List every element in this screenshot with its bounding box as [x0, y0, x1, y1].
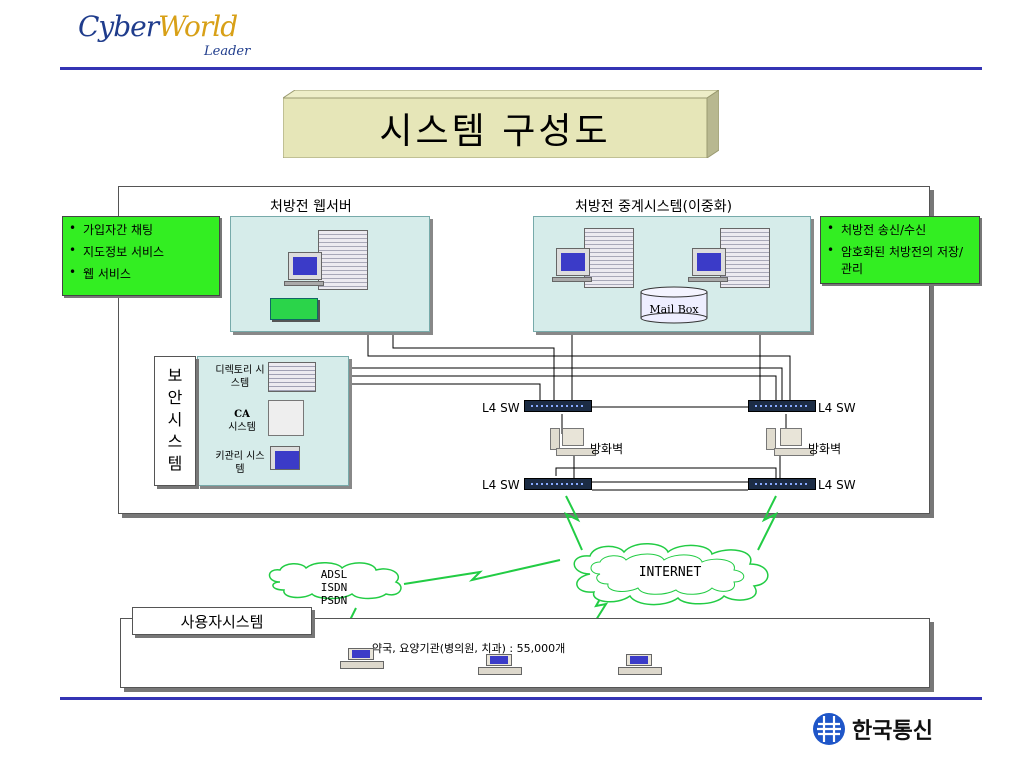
firewall-label: 방화벽: [808, 442, 842, 456]
firewall-left-base-icon: [556, 448, 596, 456]
directory-system-label: 디렉토리 시스템: [215, 365, 265, 389]
internet-cloud-icon: [573, 543, 769, 606]
title-banner: 시스템 구성도: [283, 90, 719, 158]
ca-subtitle: 시스템: [228, 422, 256, 433]
security-system-label: 보 안 시 스 템: [154, 356, 196, 486]
logo-world-text: World: [158, 10, 238, 43]
firewall-left-tower-icon: [550, 428, 560, 450]
firewall-label: 방화벽: [590, 442, 624, 456]
key-management-label: 키관리 시스템: [215, 451, 265, 475]
title-banner-bevel: [283, 90, 719, 158]
user-system-label: 사용자시스템: [132, 607, 312, 635]
bullet: •: [69, 265, 77, 279]
bottom-rule: [60, 697, 982, 700]
l4-switch-label: L4 SW: [482, 478, 520, 492]
internet-label: INTERNET: [638, 565, 702, 580]
security-label-char: 템: [167, 454, 183, 473]
firewall-right-icon: [780, 428, 802, 446]
company-emblem-icon: [813, 713, 845, 745]
l4-switch-label: L4 SW: [818, 401, 856, 415]
company-name: 한국통신: [852, 719, 933, 744]
cyberworld-logo: CyberWorld: [78, 10, 238, 43]
logo-cyber-text: Cyber: [78, 10, 159, 43]
web-server-icon: [318, 230, 368, 290]
web-server-label: 처방전 웹서버: [270, 199, 352, 215]
security-label-char: 스: [167, 432, 183, 451]
right-callout: • 처방전 송신/수신 • 암호화된 처방전의 저장/관리: [820, 216, 980, 284]
l4-switch-top-right: [748, 400, 816, 412]
security-label-char: 안: [167, 388, 183, 407]
l4-switch-label: L4 SW: [482, 401, 520, 415]
ca-server-icon: [268, 400, 304, 436]
firewall-right-tower-icon: [766, 428, 776, 450]
callout-item: • 지도정보 서비스: [69, 243, 213, 260]
access-cloud-icon: [268, 562, 402, 600]
callout-text: 웹 서비스: [83, 267, 131, 281]
user-system-frame: [120, 618, 930, 688]
firewall-right-base-icon: [774, 448, 814, 456]
callout-text: 지도정보 서비스: [83, 245, 165, 259]
user-system-description: 약국, 요양기관(병의원, 치과) : 55,000개: [372, 642, 566, 655]
relay-monitor-1-icon: [556, 248, 590, 276]
bullet: •: [827, 243, 835, 257]
bullet: •: [69, 243, 77, 257]
relay-monitor-2-icon: [692, 248, 726, 276]
user-pc-1-icon: [340, 648, 384, 670]
ca-title: CA: [234, 409, 250, 420]
callout-item: • 웹 서비스: [69, 265, 213, 282]
logo-leader-text: Leader: [204, 44, 251, 59]
callout-text: 암호화된 처방전의 저장/관리: [841, 245, 964, 276]
web-keyboard-icon: [284, 281, 324, 286]
web-monitor-icon: [288, 252, 322, 280]
relay-keyboard-1-icon: [552, 277, 592, 282]
bullet: •: [827, 221, 835, 235]
user-pc-3-icon: [618, 654, 662, 676]
access-line-item: ISDN: [320, 581, 348, 594]
user-pc-2-icon: [478, 654, 522, 676]
top-rule: [60, 67, 982, 70]
callout-item: • 가입자간 채팅: [69, 221, 213, 238]
callout-item: • 암호화된 처방전의 저장/관리: [827, 243, 973, 277]
key-monitor-icon: [270, 446, 300, 470]
mailbox-cylinder-icon: [640, 286, 708, 324]
storage-device-icon: [270, 298, 318, 320]
l4-switch-bottom-left: [524, 478, 592, 490]
callout-item: • 처방전 송신/수신: [827, 221, 973, 238]
directory-server-icon: [268, 362, 316, 392]
access-line-item: PSDN: [320, 594, 348, 607]
callout-text: 처방전 송신/수신: [841, 223, 927, 237]
callout-text: 가입자간 채팅: [83, 223, 154, 237]
access-lines-list: ADSL ISDN PSDN: [314, 568, 354, 607]
access-line-item: ADSL: [320, 568, 348, 581]
l4-switch-bottom-right: [748, 478, 816, 490]
l4-switch-label: L4 SW: [818, 478, 856, 492]
bullet: •: [69, 221, 77, 235]
left-callout: • 가입자간 채팅 • 지도정보 서비스 • 웹 서비스: [62, 216, 220, 296]
l4-switch-top-left: [524, 400, 592, 412]
security-label-char: 보: [167, 366, 183, 385]
relay-keyboard-2-icon: [688, 277, 728, 282]
firewall-left-icon: [562, 428, 584, 446]
page-title: 시스템 구성도: [379, 111, 611, 152]
company-logo: 한국통신: [812, 712, 933, 746]
mailbox-label: Mail Box: [649, 303, 699, 316]
relay-system-label: 처방전 중계시스템(이중화): [575, 199, 733, 215]
security-label-char: 시: [167, 410, 183, 429]
